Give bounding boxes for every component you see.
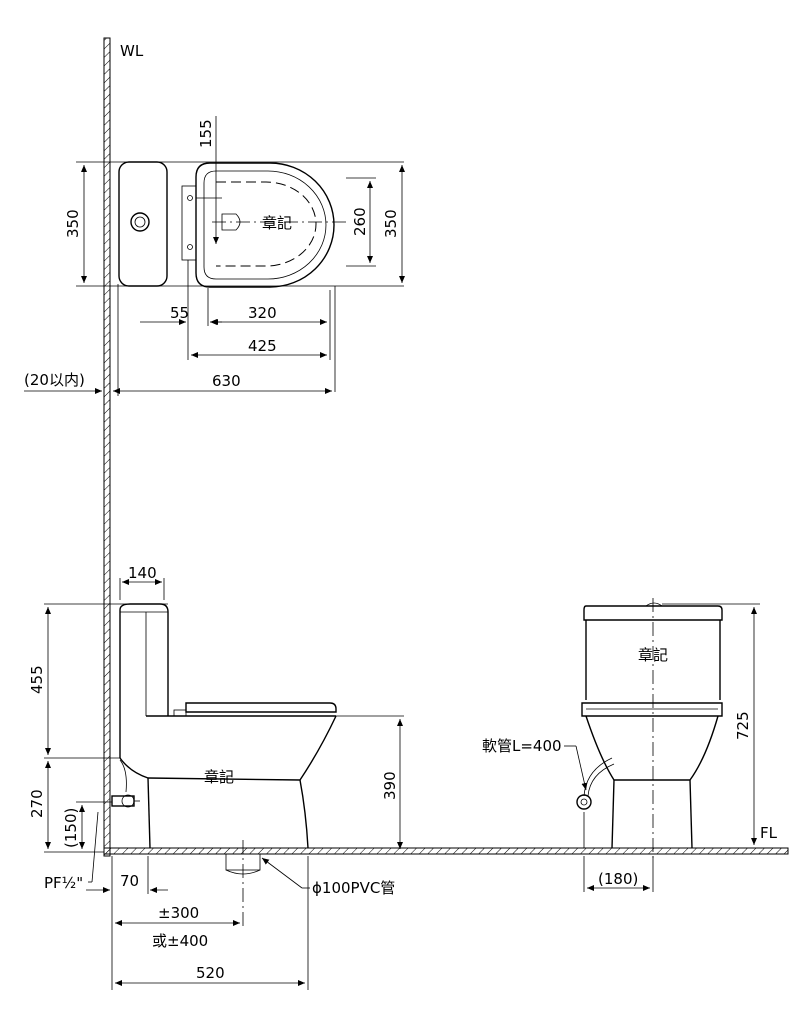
side-view: 章記 140 455 270 (150) 390	[28, 564, 404, 990]
floor-label: FL	[760, 824, 778, 842]
dim-bowl-length: 425	[248, 337, 277, 355]
dim-total-length: 630	[212, 372, 241, 390]
pipe-label: ϕ100PVC管	[312, 879, 395, 897]
dim-supply-height: 270	[28, 789, 46, 818]
side-mark-label: 章記	[204, 768, 234, 786]
wall	[103, 37, 111, 857]
dim-total-height: 725	[734, 711, 752, 740]
dim-foot-width: (180)	[598, 870, 638, 888]
dim-inlet-offset: 70	[120, 872, 139, 890]
dim-top-depth-right: 350	[382, 209, 400, 238]
offset-400-label: 或±400	[152, 932, 208, 950]
dim-bolt-gap: 55	[170, 304, 189, 322]
front-view: 章記 軟管L=400 725 (180)	[482, 598, 760, 892]
dim-seat-width: 260	[351, 207, 369, 236]
hose-label: 軟管L=400	[482, 737, 562, 755]
dim-tank-width: 140	[128, 564, 157, 582]
top-mark-label: 章記	[262, 214, 292, 232]
dim-bolt-offset: 155	[197, 119, 215, 148]
dim-seat-length: 320	[248, 304, 277, 322]
dim-seat-height: 390	[381, 771, 399, 800]
wall-tolerance-label: (20以内)	[24, 371, 85, 389]
dim-tank-height: 455	[28, 665, 46, 694]
dim-top-depth-left: 350	[64, 209, 82, 238]
thread-label: PF½"	[44, 874, 83, 892]
offset-300-label: ±300	[158, 904, 199, 922]
dim-supply-inlet: (150)	[62, 808, 80, 848]
top-view: 章記 350 260 350 155 55 320 425	[24, 116, 405, 396]
dim-base-length: 520	[196, 964, 225, 982]
wall-label: WL	[120, 42, 144, 60]
floor	[103, 847, 789, 855]
